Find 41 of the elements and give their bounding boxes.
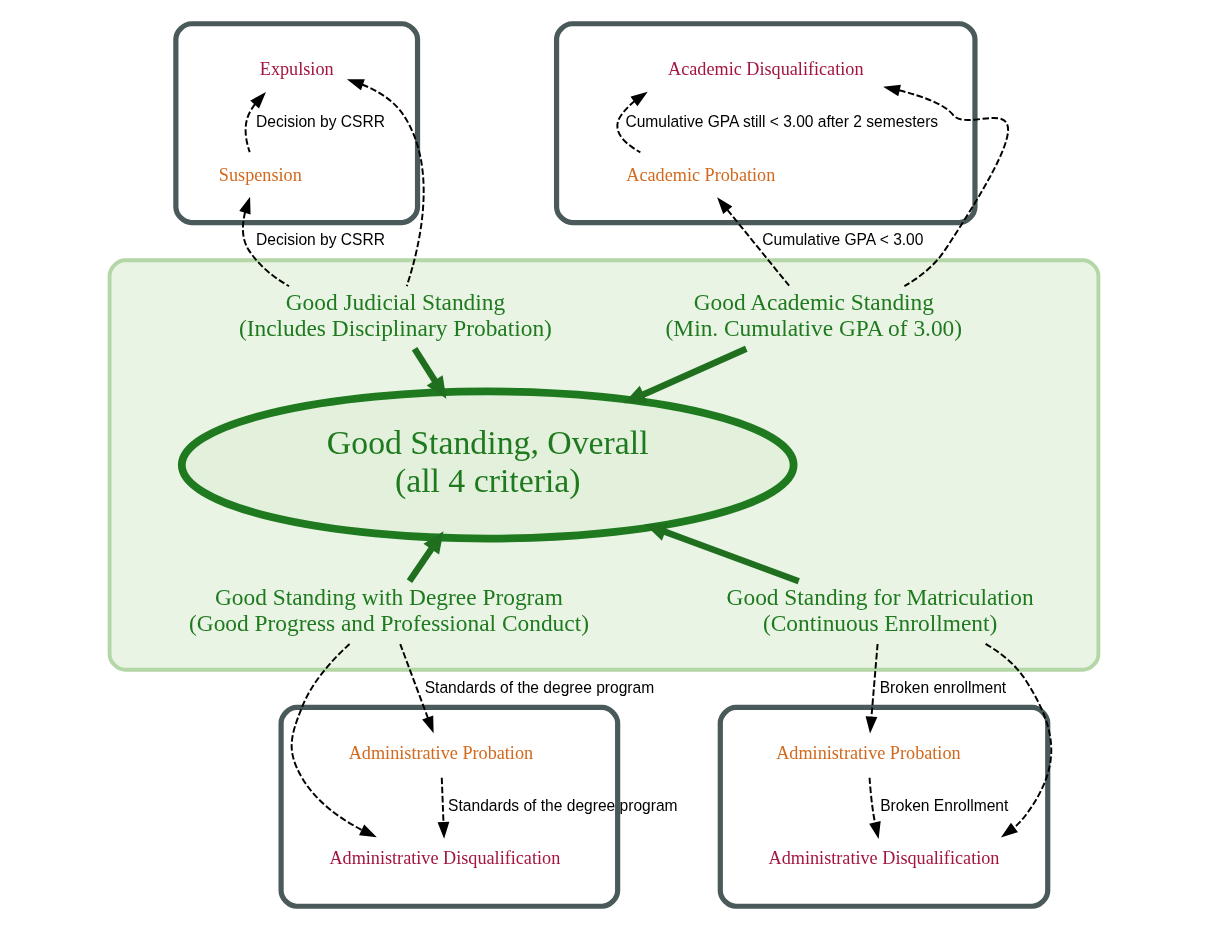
node-text: Administrative Disqualification [768,848,999,869]
arrow [623,345,748,404]
node-text: Academic Probation [625,164,775,185]
arrow [437,776,449,839]
arrow [716,197,790,288]
arrow [868,776,881,839]
node-text: Good Standing with Degree Program (Good Progress and Professional Conduct) [188,584,589,637]
arrow [882,84,1009,288]
node-text: Administrative Disqualification [328,848,560,869]
arrow [984,642,1052,838]
edge-label: Cumulative GPA still < 3.00 after 2 semesters [624,113,938,131]
arrow [238,196,290,288]
cluster [278,704,620,909]
arrow [290,643,377,838]
edge-label: Cumulative GPA < 3.00 [761,231,923,249]
edge-label: Decision by CSRR [255,113,385,131]
cluster [172,21,420,226]
node-text: Good Judicial Standing (Includes Disciplinary Probation) [238,289,552,342]
edge-label: Standards of the degree program [447,796,678,814]
edge-label: Standards of the degree program [424,678,654,696]
node-text: Administrative Probation [775,743,961,764]
arrow [865,643,879,734]
edge-label: Broken Enrollment [879,796,1008,814]
edge-label: Broken enrollment [879,678,1006,696]
node-text: Suspension [218,164,302,185]
arrow [244,91,266,154]
cluster [717,704,1050,909]
node-text: Expulsion [259,59,334,80]
arrow [615,91,648,154]
node-text: Good Academic Standing (Min. Cumulative GPA of 3.00) [665,289,962,342]
cluster [553,21,978,226]
arrow [644,522,800,585]
node-text: Administrative Probation [348,743,533,764]
node-text: Good Standing for Matriculation (Continuous Enrollment) [726,584,1034,637]
arrow [411,347,446,399]
arrow [406,531,443,583]
arrow [398,643,434,734]
arrow [346,79,425,288]
edge-label: Decision by CSRR [255,231,385,249]
cluster [107,258,1100,672]
node-text: Academic Disqualification [667,59,863,80]
